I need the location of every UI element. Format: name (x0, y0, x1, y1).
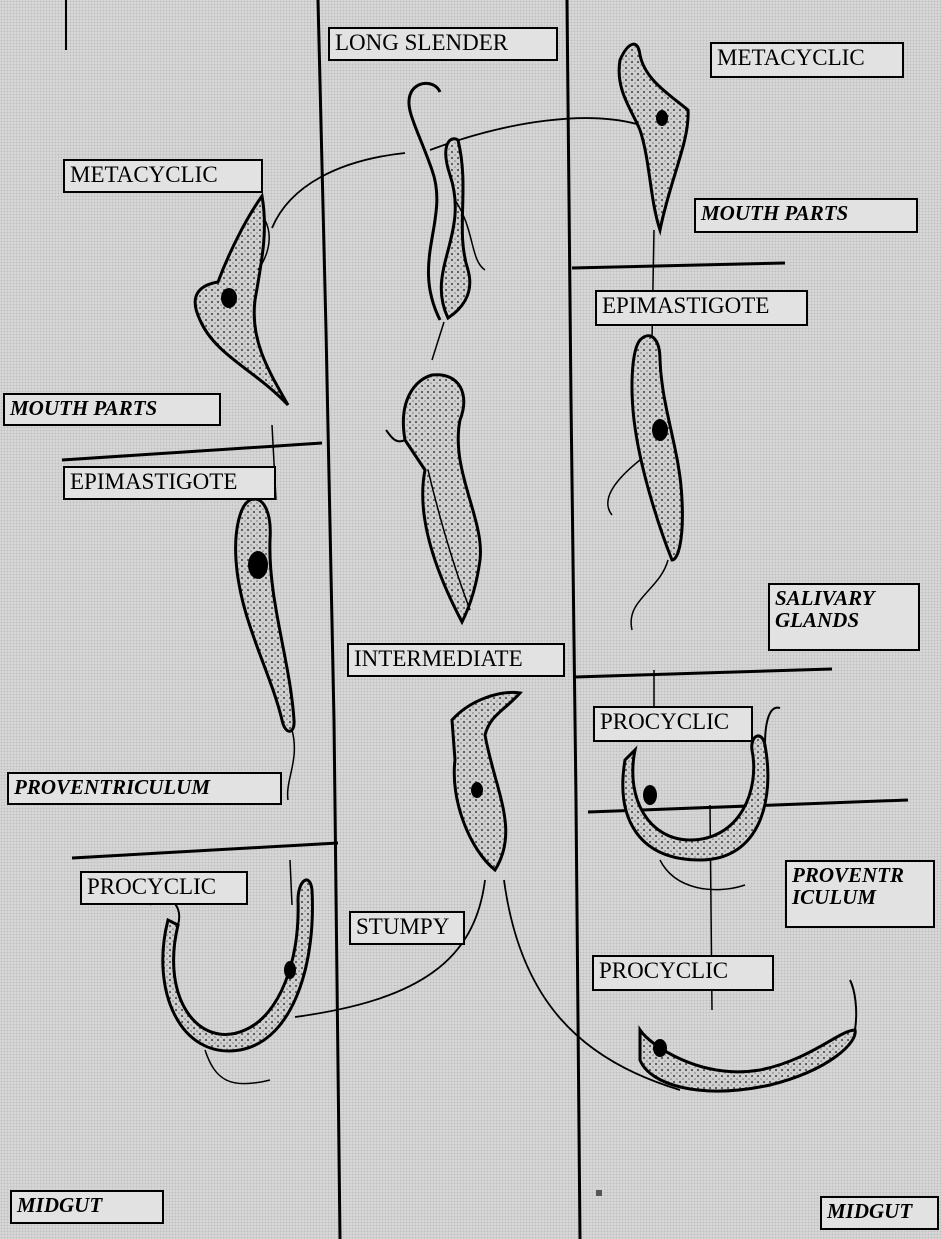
small-marker (596, 1190, 602, 1196)
label-right-salivary-glands: SALIVARY GLANDS (768, 583, 920, 651)
label-right-procyclic-lower: PROCYCLIC (592, 955, 774, 991)
label-left-mouth-parts: MOUTH PARTS (3, 393, 221, 426)
label-left-metacyclic: METACYCLIC (63, 159, 263, 193)
left-procyclic (150, 880, 312, 1084)
label-left-proventriculum: PROVENTRICULUM (7, 772, 282, 805)
flow-curve-slender-to-left-metacyclic (272, 153, 405, 228)
label-right-salivary-line1: SALIVARY (775, 587, 913, 609)
label-right-metacyclic: METACYCLIC (710, 42, 904, 78)
column-divider-right (567, 0, 580, 1239)
right-procyclic-lower (640, 980, 856, 1091)
long-slender-trypanosome (409, 83, 485, 320)
left-epimastigote (236, 499, 295, 800)
separator-right-salivary-procyclic (575, 669, 832, 677)
separator-right-mouth-epimastigote (572, 263, 785, 268)
stumpy-trypanosome (452, 692, 520, 870)
label-right-mouth-parts: MOUTH PARTS (694, 198, 918, 233)
label-right-proventriculum-line1: PROVENTR (792, 864, 928, 886)
label-right-salivary-line2: GLANDS (775, 609, 913, 631)
label-right-midgut: MIDGUT (820, 1196, 939, 1230)
flow-curve-stumpy-to-left-procyclic (295, 880, 485, 1017)
label-long-slender: LONG SLENDER (328, 27, 558, 61)
right-epimastigote (608, 336, 683, 630)
connector-center-vertical (432, 322, 444, 360)
label-right-procyclic-upper: PROCYCLIC (593, 706, 753, 742)
label-intermediate: INTERMEDIATE (347, 643, 565, 677)
intermediate-trypanosome (386, 375, 480, 622)
left-metacyclic-trypanosome (195, 196, 288, 405)
label-left-epimastigote: EPIMASTIGOTE (63, 466, 276, 500)
label-right-proventriculum-line2: ICULUM (792, 886, 928, 908)
label-left-procyclic: PROCYCLIC (80, 871, 248, 905)
column-divider-left (318, 0, 340, 1239)
flow-curve-slender-to-right-metacyclic (430, 118, 640, 150)
separator-left-proventriculum-midgut (72, 843, 338, 858)
label-left-midgut: MIDGUT (10, 1190, 164, 1224)
label-right-epimastigote: EPIMASTIGOTE (595, 290, 808, 326)
separator-left-mouth-epimastigote (62, 443, 322, 460)
right-metacyclic-trypanosome (619, 44, 688, 230)
label-stumpy: STUMPY (349, 911, 465, 945)
connector-right-vertical (652, 230, 712, 1010)
label-right-proventriculum: PROVENTR ICULUM (785, 860, 935, 928)
